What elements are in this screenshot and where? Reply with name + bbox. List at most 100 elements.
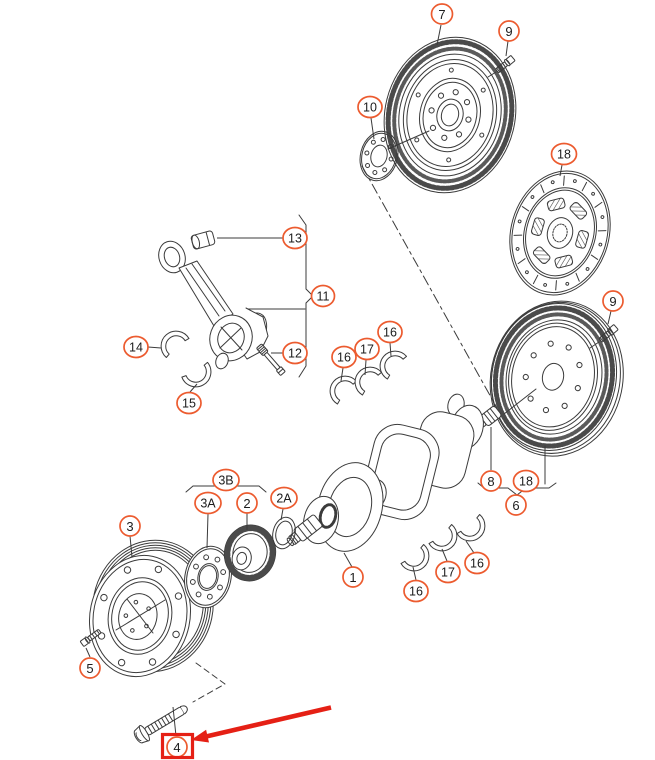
callout-ring (194, 491, 222, 515)
callout-4-26[interactable]: 4 (166, 736, 188, 758)
callout-9-6[interactable]: 9 (602, 290, 624, 312)
crank-timing-gear-drawing (223, 524, 277, 582)
callout-3-20[interactable]: 3 (119, 515, 141, 537)
leader-line-15 (189, 383, 198, 393)
callout-label: 5 (86, 661, 93, 676)
callout-17-10[interactable]: 17 (354, 337, 380, 361)
flywheel-bolt-drawing (598, 324, 619, 343)
callout-ring (236, 492, 258, 514)
leader-line-4 (172, 706, 177, 737)
callout-ring (310, 284, 336, 308)
callout-14-8[interactable]: 14 (123, 335, 149, 359)
callout-label: 18 (557, 148, 571, 162)
callout-10-2[interactable]: 10 (357, 95, 383, 119)
callout-label: 9 (609, 294, 616, 309)
callout-label: 16 (409, 585, 423, 599)
leader-line-16 (340, 367, 344, 382)
highlight-arrow-shaft (200, 705, 332, 740)
callout-7-0[interactable]: 7 (430, 3, 454, 25)
leader-line-16 (389, 342, 392, 357)
crank-pulley-drawing (88, 539, 214, 678)
leader-line-14 (147, 346, 162, 349)
callout-ring (123, 335, 149, 359)
callout-ring (602, 290, 624, 312)
callout-label: 16 (470, 557, 484, 571)
leader-line-7 (436, 24, 442, 46)
callout-label: 3A (200, 497, 216, 511)
callout-16-11[interactable]: 16 (377, 320, 403, 344)
callout-15-12[interactable]: 15 (176, 391, 202, 415)
callout-6-15[interactable]: 6 (505, 494, 527, 516)
main-bearing-shell-drawing (400, 543, 430, 572)
callout-8-13[interactable]: 8 (480, 470, 502, 492)
damper-plate-drawing (184, 545, 232, 609)
callout-3A-17[interactable]: 3A (194, 491, 222, 515)
callout-label: 16 (337, 351, 351, 365)
callout-3B-16[interactable]: 3B (212, 468, 240, 492)
crank-center-bolt-drawing (133, 705, 188, 744)
callout-ring (403, 579, 429, 603)
connecting-rod-drawing (158, 230, 286, 376)
pulley-small-bolt-drawing (80, 629, 102, 647)
clutch-disc-drawing (509, 170, 611, 296)
callout-11-5[interactable]: 11 (310, 284, 336, 308)
callout-label: 12 (288, 347, 302, 361)
flywheel-shim-drawing (359, 130, 399, 182)
callout-9-1[interactable]: 9 (498, 20, 520, 42)
callout-ring (119, 515, 141, 537)
callout-label: 14 (129, 341, 143, 355)
callout-16-9[interactable]: 16 (331, 345, 357, 369)
callout-13-4[interactable]: 13 (282, 226, 308, 250)
callout-17-23[interactable]: 17 (435, 560, 461, 584)
leader-line-10 (370, 117, 375, 140)
callout-16-24[interactable]: 16 (464, 551, 490, 575)
callout-label: 2A (276, 492, 292, 506)
callout-ring (550, 142, 578, 166)
callout-1-21[interactable]: 1 (342, 566, 364, 588)
callout-ring (480, 470, 502, 492)
callout-2-18[interactable]: 2 (236, 492, 258, 514)
callout-label: 7 (438, 7, 445, 22)
callout-ring (282, 341, 308, 365)
rod-bearing-shell-drawing (181, 361, 212, 388)
callout-label: 1 (349, 570, 356, 585)
callout-ring (79, 657, 101, 679)
main-bearing-shell-drawing (456, 513, 486, 542)
flywheel-drawing (383, 36, 517, 194)
callout-ring (464, 551, 490, 575)
leader-line-3 (129, 535, 133, 558)
callout-ring (435, 560, 461, 584)
main-bearing-shell-drawing (379, 350, 408, 380)
callout-leader-lines (85, 24, 612, 737)
callout-ring (282, 226, 308, 250)
flywheel-ring-gear-drawing (489, 300, 624, 457)
callout-18-3[interactable]: 18 (550, 142, 578, 166)
leader-line-16 (465, 540, 475, 554)
callout-ring (270, 486, 298, 510)
callout-label: 9 (505, 24, 512, 39)
callout-label: 8 (487, 474, 494, 489)
callout-label: 13 (288, 232, 302, 246)
callout-16-22[interactable]: 16 (403, 579, 429, 603)
assembly-centerline (361, 165, 498, 409)
callout-ring (377, 320, 403, 344)
leader-line-17 (364, 359, 367, 376)
highlight-arrow-head (191, 729, 209, 743)
callout-2A-19[interactable]: 2A (270, 486, 298, 510)
callout-18-14[interactable]: 18 (512, 469, 540, 493)
callout-label: 10 (363, 101, 377, 115)
leader-line-5 (85, 647, 91, 658)
main-bearing-shell-drawing (329, 375, 358, 405)
piston-pin-bushing-drawing (190, 230, 216, 250)
flywheel-bolt-drawing (495, 55, 516, 73)
washer-ring-drawing (272, 516, 296, 550)
callout-label: 2 (243, 496, 250, 511)
callout-5-25[interactable]: 5 (79, 657, 101, 679)
callout-label: 3B (218, 474, 233, 488)
callout-ring (212, 468, 240, 492)
callout-label: 18 (519, 475, 533, 489)
highlight-box[interactable] (160, 732, 195, 760)
bolt-axis-dashed-line (192, 662, 226, 703)
callout-12-7[interactable]: 12 (282, 341, 308, 365)
